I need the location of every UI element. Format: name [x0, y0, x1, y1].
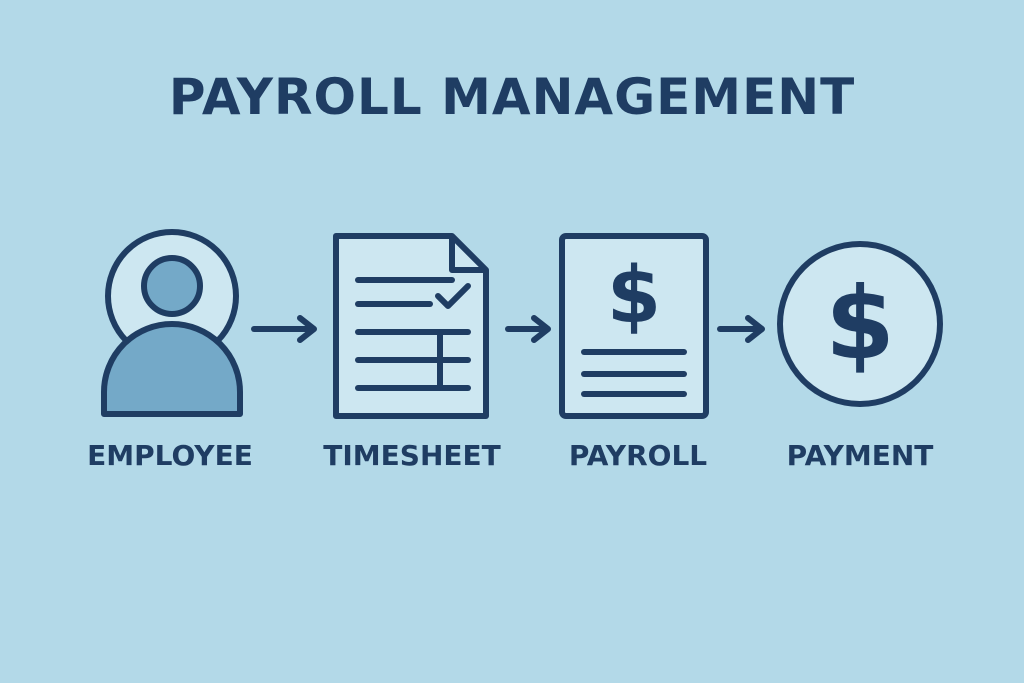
step-label-timesheet: TIMESHEET	[323, 439, 501, 472]
dollar-coin-icon: $	[777, 241, 943, 407]
svg-text:$: $	[825, 265, 895, 382]
svg-text:$: $	[607, 251, 661, 341]
arrow-right-icon	[505, 315, 551, 343]
diagram-title: PAYROLL MANAGEMENT	[168, 68, 856, 126]
step-label-payment: PAYMENT	[786, 439, 934, 472]
person-icon	[101, 229, 243, 417]
step-label-employee: EMPLOYEE	[87, 439, 253, 472]
payroll-document-icon: $	[559, 233, 709, 419]
timesheet-document-icon	[333, 233, 489, 419]
arrow-right-icon	[717, 315, 765, 343]
arrow-right-icon	[251, 315, 317, 343]
step-label-payroll: PAYROLL	[568, 439, 708, 472]
